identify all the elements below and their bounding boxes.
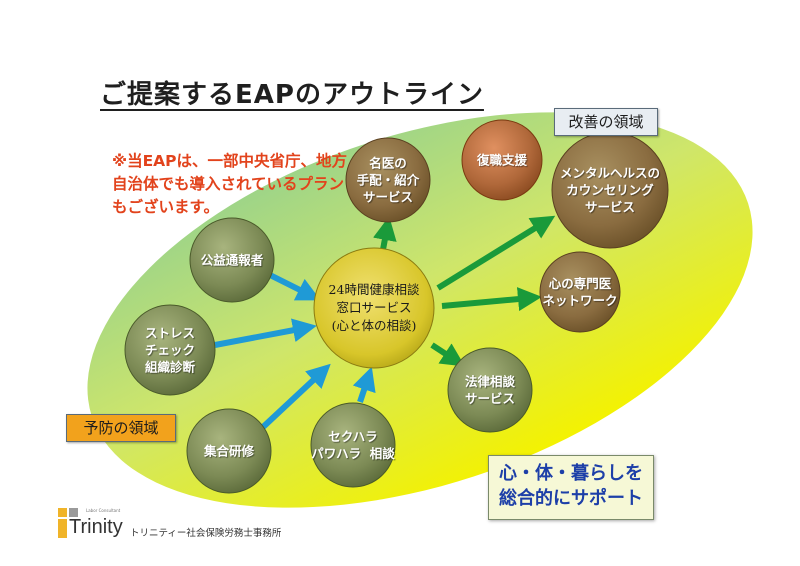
logo-mark-grey <box>69 508 78 517</box>
arrow-whistleblower <box>268 272 321 301</box>
label-group-training: 集合研修 <box>203 443 255 459</box>
logo-wordmark: Trinity <box>69 516 123 538</box>
note-text: ※当EAPは、一部中央省庁、地方自治体でも導入されているプランもございます。 <box>112 152 348 216</box>
node-specialist-network <box>539 251 621 333</box>
page-title: ご提案するEAPのアウトライン <box>100 80 484 110</box>
arrow-stress-check <box>214 318 317 348</box>
node-group-training <box>186 408 272 494</box>
arrow-specialist-network <box>441 287 542 312</box>
arrow-harassment <box>352 366 376 403</box>
label-legal-consultation: 法律相談 サービス <box>464 374 516 406</box>
label-doctor-referral: 名医の 手配・紹介 サービス <box>356 155 420 205</box>
label-return-to-work: 復職支援 <box>476 152 528 168</box>
node-center <box>313 247 435 369</box>
logo-subtitle: Labor Consultant <box>86 508 121 513</box>
logo-mark-bar <box>58 519 67 538</box>
node-return-to-work <box>461 119 543 201</box>
label-specialist-network: 心の専門医 ネットワーク <box>542 276 618 308</box>
tagline-text: 心・体・暮らしを 総合的にサポート <box>499 463 643 509</box>
label-whistleblower: 公益通報者 <box>200 252 264 268</box>
node-doctor-referral <box>345 137 431 223</box>
center-label: 24時間健康相談 窓口サービス (心と体の相談) <box>328 282 420 333</box>
tagline-box: 心・体・暮らしを 総合的にサポート <box>488 455 654 520</box>
label-stress-check: ストレス チェック 組織診断 <box>144 325 196 375</box>
label-counseling: メンタルヘルスの カウンセリング サービス <box>559 165 661 215</box>
node-harassment <box>310 402 396 488</box>
label-harassment: セクハラ パワハラ 相談 <box>311 429 395 461</box>
prevention-area-tag: 予防の領域 <box>66 414 176 442</box>
office-name: トリニティー社会保険労務士事務所 <box>130 528 282 539</box>
arrow-legal-consultation <box>430 342 466 367</box>
improvement-area-tag: 改善の領域 <box>554 108 658 136</box>
arrow-counseling <box>436 215 556 291</box>
node-whistleblower <box>189 217 275 303</box>
node-legal-consultation <box>447 347 533 433</box>
logo-mark <box>58 508 67 517</box>
arrow-group-training <box>259 363 331 431</box>
node-stress-check <box>124 304 216 396</box>
